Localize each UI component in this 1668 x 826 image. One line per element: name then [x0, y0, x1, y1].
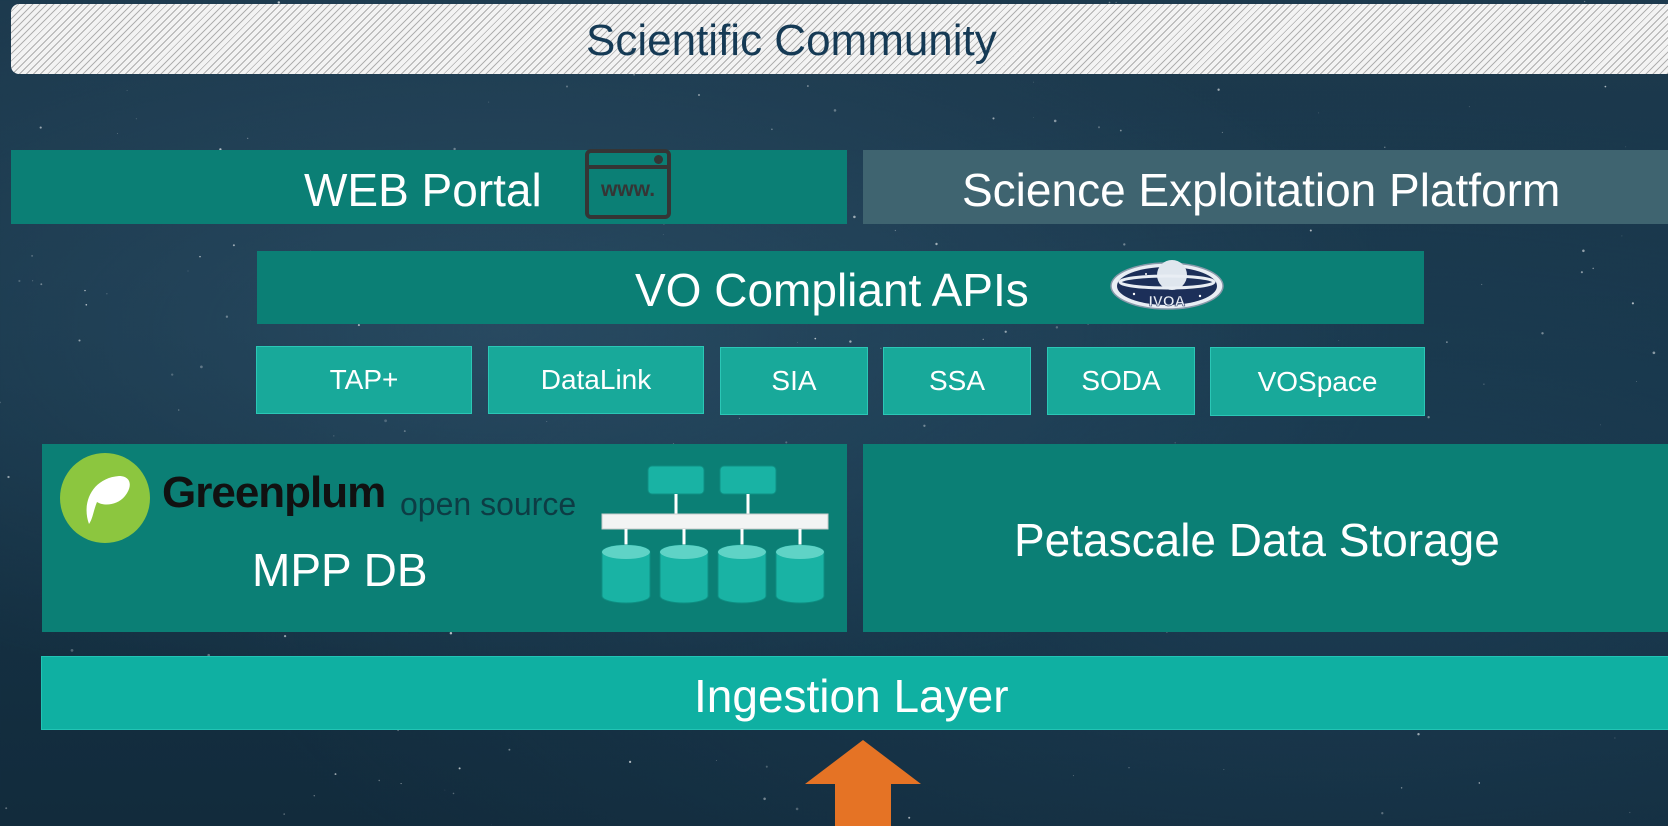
greenplum-brand: Greenplum [162, 468, 386, 517]
soda-box: SODA [1047, 347, 1195, 415]
www-browser-icon: www. [585, 149, 671, 219]
vospace-box: VOSpace [1210, 347, 1425, 416]
ssa-box: SSA [883, 347, 1031, 415]
science-exploitation-platform-box: Science Exploitation Platform [863, 150, 1668, 224]
datalink-label: DataLink [540, 364, 652, 395]
ingestion-layer-label: Ingestion Layer [694, 670, 1009, 722]
vo-compliant-apis-label: VO Compliant APIs [635, 264, 1029, 316]
vo-compliant-apis-box: VO Compliant APIs [257, 251, 1424, 324]
ivoa-logo-text: IVOA [1149, 293, 1186, 310]
web-portal-label: WEB Portal [304, 164, 542, 216]
web-portal-box: WEB Portal [11, 150, 847, 224]
greenplum-logo-icon [60, 453, 150, 543]
mpp-cluster-icon [601, 465, 829, 604]
ssa-label: SSA [928, 365, 986, 396]
vospace-label: VOSpace [1257, 365, 1378, 397]
mpp-db-box [42, 444, 847, 632]
petascale-data-storage-label: Petascale Data Storage [1014, 514, 1500, 566]
science-exploitation-platform-label: Science Exploitation Platform [962, 164, 1561, 216]
datalink-box: DataLink [488, 346, 704, 414]
tap-plus-box: TAP+ [256, 346, 472, 414]
tap-plus-label: TAP+ [329, 364, 399, 395]
mpp-db-label: MPP DB [252, 544, 428, 596]
ivoa-logo: IVOA [1110, 260, 1224, 310]
sia-label: SIA [771, 365, 817, 396]
sia-box: SIA [720, 347, 868, 415]
scientific-community-banner: Scientific Community [11, 4, 1668, 74]
greenplum-open-source: open source [400, 486, 577, 522]
scientific-community-label: Scientific Community [586, 16, 997, 65]
petascale-data-storage-box: Petascale Data Storage [863, 444, 1668, 632]
ingestion-layer-box: Ingestion Layer [41, 656, 1668, 730]
soda-label: SODA [1081, 365, 1161, 396]
www-icon-text: www. [600, 178, 656, 201]
up-arrow-icon [805, 740, 921, 826]
